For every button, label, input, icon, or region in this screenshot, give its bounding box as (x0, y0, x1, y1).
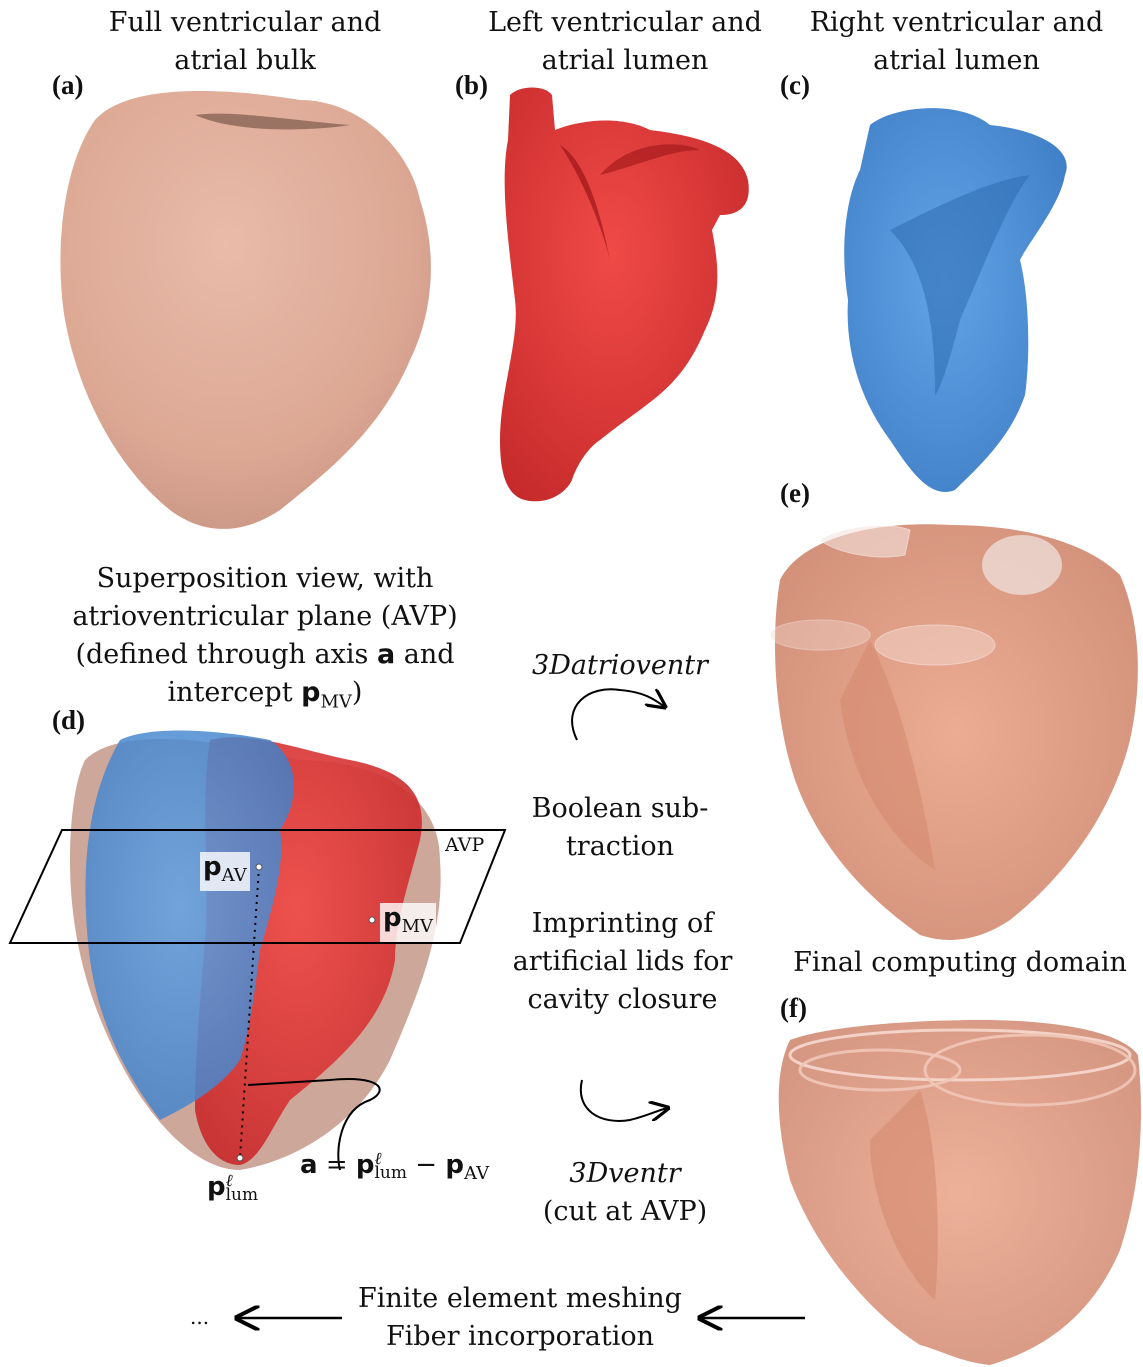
caption-d-line4-suffix: ) (352, 677, 363, 708)
axis-eq-minus: − (415, 1150, 437, 1180)
axis-eq-equals: = (326, 1150, 348, 1180)
caption-b-line2: atrial lumen (470, 42, 780, 80)
final-step-fibers: Fiber incorporation (355, 1318, 685, 1356)
axis-eq-p2-sub: AV (464, 1163, 489, 1184)
step2-line2: artificial lids for (490, 943, 755, 981)
p-mv-point (369, 917, 375, 923)
caption-d-line3: (defined through axis a and (70, 636, 460, 674)
p-mv-symbol: p (383, 903, 402, 933)
caption-f: Final computing domain (790, 944, 1130, 982)
step-boolean-subtraction: Boolean sub- traction (500, 790, 740, 866)
step1-line2: traction (500, 828, 740, 866)
caption-b-line1: Left ventricular and (470, 4, 780, 42)
caption-d-line3-suffix: and (404, 639, 455, 670)
step1-line1: Boolean sub- (500, 790, 740, 828)
tool-3dventr-note: (cut at AVP) (520, 1193, 730, 1231)
caption-a-line1: Full ventricular and (90, 4, 400, 42)
p-lum-point (237, 1155, 243, 1161)
p-av-sub: AV (222, 865, 247, 886)
caption-d-line2: atrioventricular plane (AVP) (70, 598, 460, 636)
axis-eq-p1: p (356, 1150, 375, 1180)
tool-3dventr-name: 3Dventr (520, 1155, 730, 1193)
axis-eq-lhs: a (300, 1150, 318, 1180)
bulk-shape-a (60, 91, 430, 529)
p-av-label: pAV (200, 852, 250, 891)
domain-lid-e-4 (770, 620, 870, 650)
panel-label-b: (b) (455, 70, 488, 101)
caption-c-line1: Right ventricular and (800, 4, 1113, 42)
caption-d-line1: Superposition view, with (70, 560, 460, 598)
p-mv-sub: MV (402, 916, 433, 937)
p-mv-label: pMV (380, 903, 436, 942)
panel-label-e: (e) (780, 478, 810, 509)
caption-d-line4-prefix: intercept (168, 677, 293, 708)
caption-d: Superposition view, with atrioventricula… (70, 560, 460, 721)
left-lumen-b (500, 88, 749, 502)
step-imprinting-lids: Imprinting of artificial lids for cavity… (490, 905, 755, 1019)
p-lum-sub: lum (226, 1188, 259, 1202)
caption-c: Right ventricular and atrial lumen (800, 4, 1113, 80)
caption-d-point-sub: MV (320, 691, 351, 712)
ellipsis: ... (190, 1305, 209, 1329)
panel-label-a: (a) (52, 70, 83, 101)
caption-d-line4: intercept pMV) (70, 674, 460, 721)
curved-arrow-1 (572, 689, 665, 740)
panel-label-f: (f) (780, 993, 807, 1024)
final-steps: Finite element meshing Fiber incorporati… (355, 1280, 685, 1356)
avp-label: AVP (445, 834, 484, 856)
curved-arrow-2 (581, 1080, 668, 1121)
step2-line1: Imprinting of (490, 905, 755, 943)
caption-d-line3-prefix: (defined through axis (75, 639, 368, 670)
p-av-symbol: p (203, 852, 222, 882)
p-av-point (256, 864, 262, 870)
step2-line3: cavity closure (490, 981, 755, 1019)
axis-eq-p1-sub: lum (375, 1166, 408, 1180)
caption-a: Full ventricular and atrial bulk (90, 4, 400, 80)
p-lum-symbol: p (207, 1172, 226, 1202)
domain-shape-e (775, 524, 1138, 940)
caption-d-point-symbol: p (301, 677, 320, 708)
tool-3dventr: 3Dventr (cut at AVP) (520, 1155, 730, 1231)
caption-c-line2: atrial lumen (800, 42, 1113, 80)
caption-d-axis-symbol: a (377, 639, 395, 670)
tool-3datrioventr: 3Datrioventr (520, 647, 720, 685)
domain-lid-e-2 (982, 535, 1062, 595)
caption-b: Left ventricular and atrial lumen (470, 4, 780, 80)
final-step-meshing: Finite element meshing (355, 1280, 685, 1318)
axis-eq-p2: p (445, 1150, 464, 1180)
caption-a-line2: atrial bulk (90, 42, 400, 80)
panel-label-c: (c) (780, 70, 810, 101)
domain-lid-e-3 (875, 625, 995, 665)
